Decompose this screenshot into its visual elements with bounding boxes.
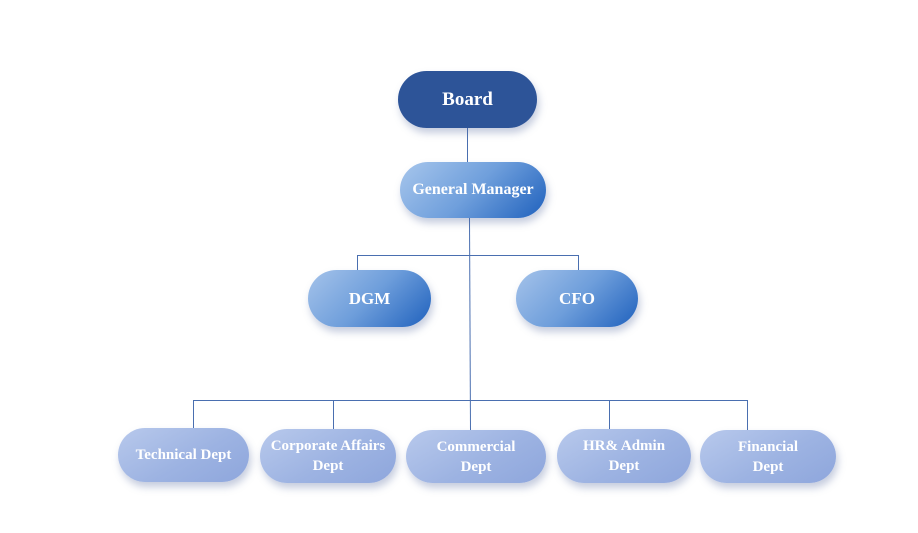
board-label: Board	[442, 88, 493, 110]
financial-dept-label: Financial Dept	[737, 438, 798, 475]
hr-admin-dept-label: HR& Admin Dept	[582, 438, 666, 474]
technical-dept-label: Technical Dept	[135, 447, 232, 463]
dgm-node: DGM	[308, 270, 431, 327]
corporate-affairs-dept-label: Corporate Affairs Dept	[270, 438, 386, 474]
technical-dept-node: Technical Dept	[118, 428, 249, 482]
board-node: Board	[398, 71, 537, 128]
commercial-dept-label: Commercial Dept	[436, 438, 516, 475]
financial-dept-node: Financial Dept	[700, 430, 836, 483]
cfo-label: CFO	[559, 288, 595, 308]
hr-admin-dept-node: HR& Admin Dept	[557, 429, 691, 483]
commercial-dept-node: Commercial Dept	[406, 430, 546, 483]
dgm-label: DGM	[348, 288, 391, 308]
cfo-node: CFO	[516, 270, 638, 327]
corporate-affairs-dept-node: Corporate Affairs Dept	[260, 429, 396, 483]
general-manager-node: General Manager	[400, 162, 546, 218]
connector-gm-trunk	[469, 217, 471, 431]
general-manager-label: General Manager	[412, 181, 534, 198]
connector-deputies-bar	[357, 255, 579, 270]
